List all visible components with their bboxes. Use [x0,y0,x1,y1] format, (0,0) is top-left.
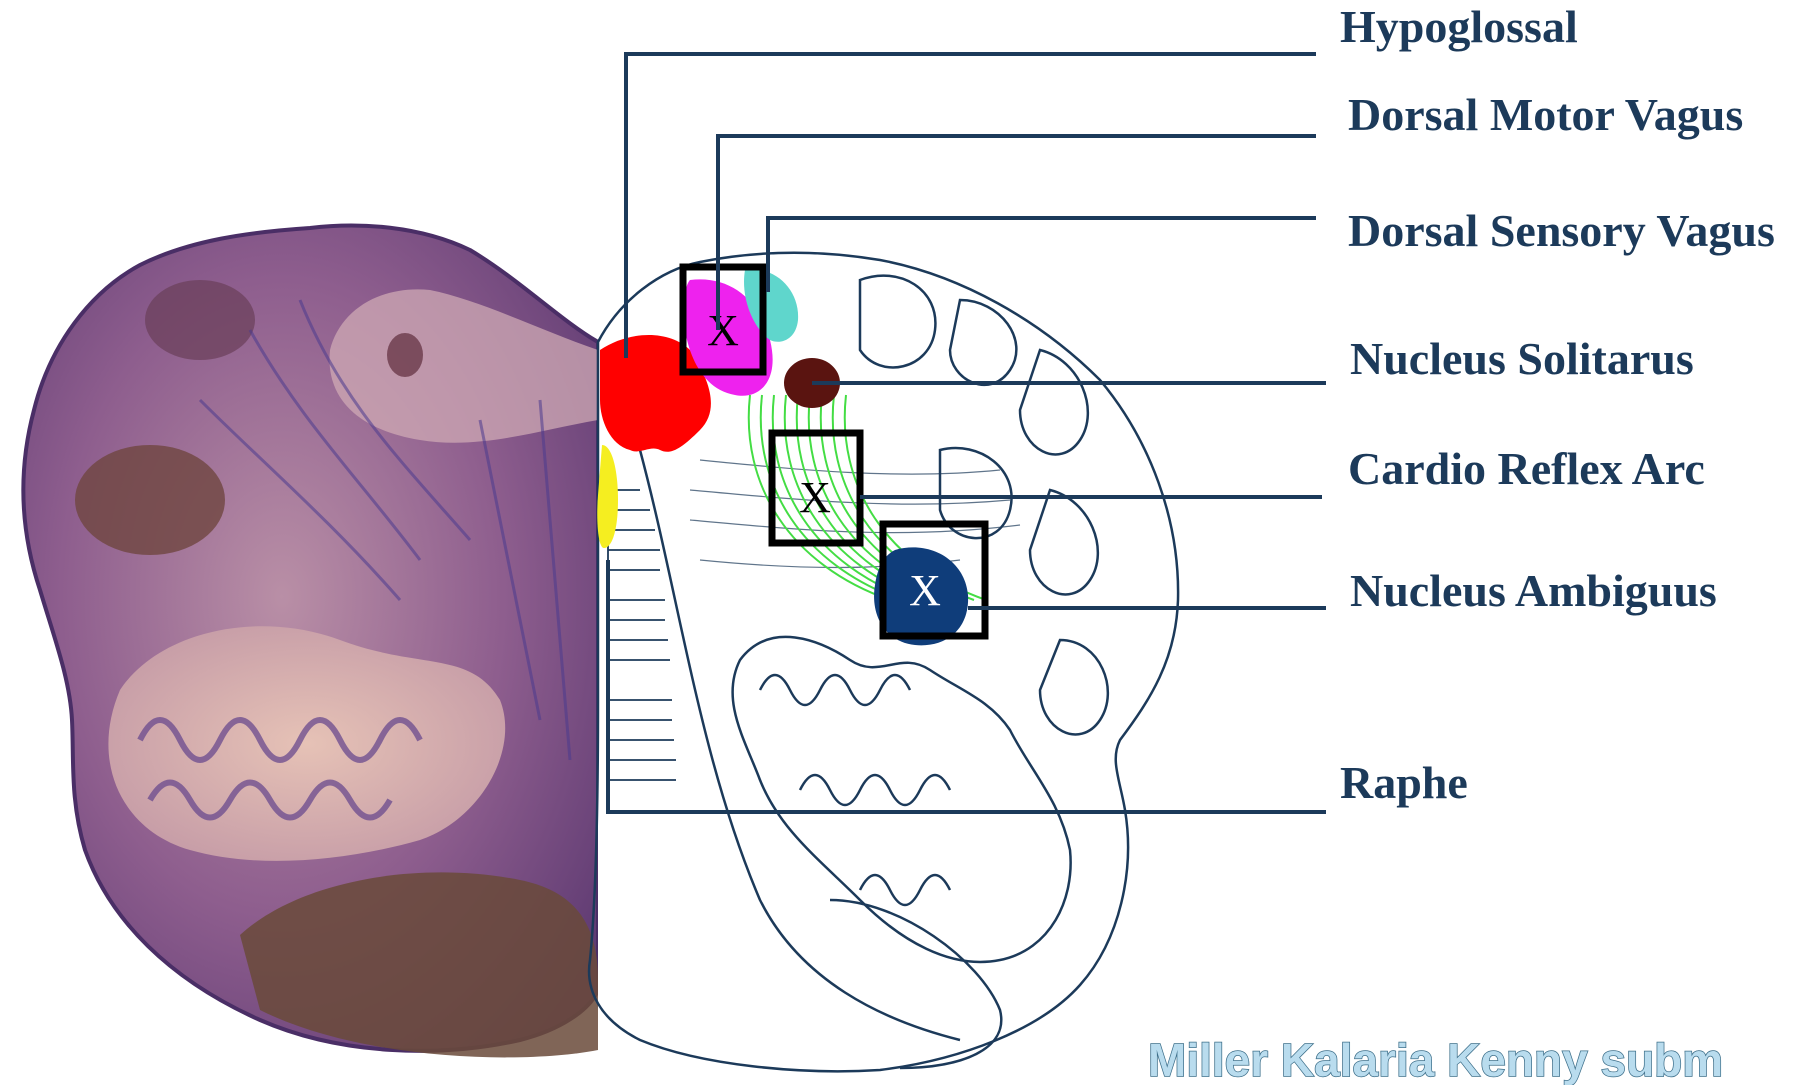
label-raphe: Raphe [1340,757,1468,808]
dark-nucleus-3 [387,333,423,377]
histology-section [23,226,598,1058]
label-dorsal-motor-vagus: Dorsal Motor Vagus [1348,89,1743,140]
dark-nucleus-2 [145,280,255,360]
credit-text: Miller Kalaria Kenny subm [1148,1034,1723,1085]
dmv-x-mark: X [707,306,739,355]
label-hypoglossal: Hypoglossal [1340,1,1578,52]
label-dorsal-sensory-vagus: Dorsal Sensory Vagus [1348,205,1775,256]
dorsal-lobules [860,276,1108,735]
raphe-marker [597,445,618,548]
olive-outline [733,637,1071,962]
leader-lines [608,54,1326,812]
cardio-x-mark: X [799,473,831,522]
label-cardio-reflex-arc: Cardio Reflex Arc [1348,443,1705,494]
ambiguus-x-mark: X [909,566,941,615]
pyramid-outline [830,900,1001,1068]
dark-nucleus-1 [75,445,225,555]
dmv-leader [718,136,1316,330]
inner-ventricle-line [640,450,960,1040]
label-nucleus-solitarus: Nucleus Solitarus [1350,333,1694,384]
label-nucleus-ambiguus: Nucleus Ambiguus [1350,565,1717,616]
raphe-ladder [608,470,676,800]
olive-folds-outline [760,675,950,905]
